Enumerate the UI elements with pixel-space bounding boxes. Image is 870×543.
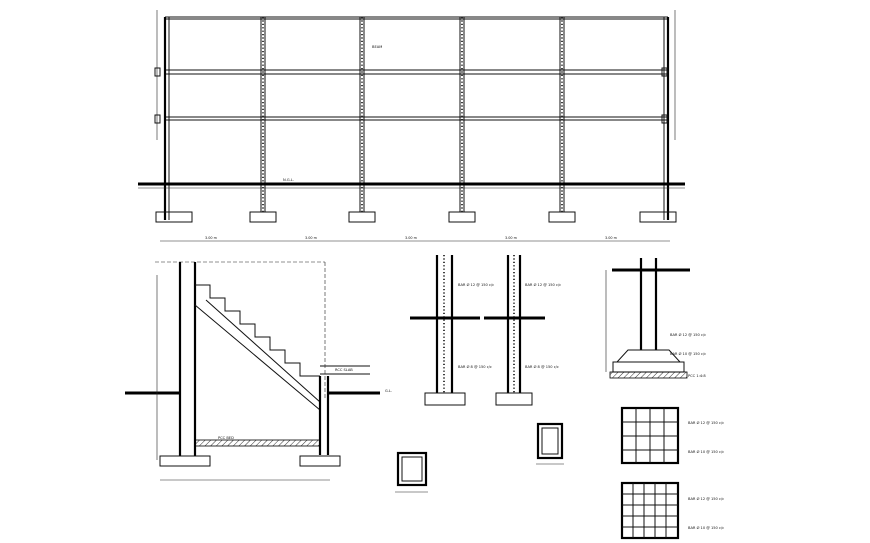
- footing-note: PCC 1:4:8: [688, 374, 706, 378]
- bay-dimension: 3.00 m: [305, 236, 318, 240]
- column-note: BAR Ø 12 @ 150 c/c: [458, 282, 494, 287]
- column-note: BAR Ø 12 @ 150 c/c: [525, 282, 561, 287]
- bay-dimension: 3.00 m: [405, 236, 418, 240]
- column-cross-section-1: [395, 451, 428, 493]
- elevation-columns: [260, 17, 565, 212]
- column-detail-2: BAR Ø 12 @ 150 c/c BAR Ø 8 @ 150 c/c: [484, 255, 561, 406]
- footing-note: BAR Ø 10 @ 150 c/c: [670, 351, 706, 356]
- stair-note: PCC BED: [218, 436, 234, 440]
- stair-note: RCC SLAB: [335, 368, 353, 372]
- footing-detail: BAR Ø 12 @ 150 c/c BAR Ø 10 @ 150 c/c PC…: [605, 258, 706, 379]
- bay-dimension: 3.00 m: [205, 236, 218, 240]
- footing-plan-note: BAR Ø 12 @ 150 c/c: [688, 496, 724, 501]
- footing-plan-1: BAR Ø 12 @ 150 c/c BAR Ø 10 @ 150 c/c: [620, 406, 724, 465]
- bay-dimension: 3.00 m: [605, 236, 618, 240]
- column-note: BAR Ø 8 @ 150 c/c: [458, 364, 492, 369]
- column-detail-1: BAR Ø 12 @ 150 c/c BAR Ø 8 @ 150 c/c: [410, 255, 494, 406]
- boundary-wall-elevation: 3.00 m 3.00 m 3.00 m 3.00 m 3.00 m BEAM …: [138, 10, 685, 242]
- bay-dimension: 3.00 m: [505, 236, 518, 240]
- footing-plan-note: BAR Ø 12 @ 150 c/c: [688, 420, 724, 425]
- stair-note: G.L.: [385, 389, 392, 393]
- column-cross-section-2: [536, 422, 564, 465]
- footing-plan-note: BAR Ø 10 @ 150 c/c: [688, 525, 724, 530]
- column-note: BAR Ø 8 @ 150 c/c: [525, 364, 559, 369]
- footing-plan-2: BAR Ø 12 @ 150 c/c BAR Ø 10 @ 150 c/c: [620, 481, 724, 540]
- footing-note: BAR Ø 12 @ 150 c/c: [670, 332, 706, 337]
- elevation-note: N.G.L.: [283, 178, 294, 182]
- elevation-footings: [155, 211, 677, 223]
- elevation-note: BEAM: [372, 45, 382, 49]
- footing-plan-note: BAR Ø 10 @ 150 c/c: [688, 449, 724, 454]
- stair-section: RCC SLAB PCC BED G.L.: [125, 261, 392, 481]
